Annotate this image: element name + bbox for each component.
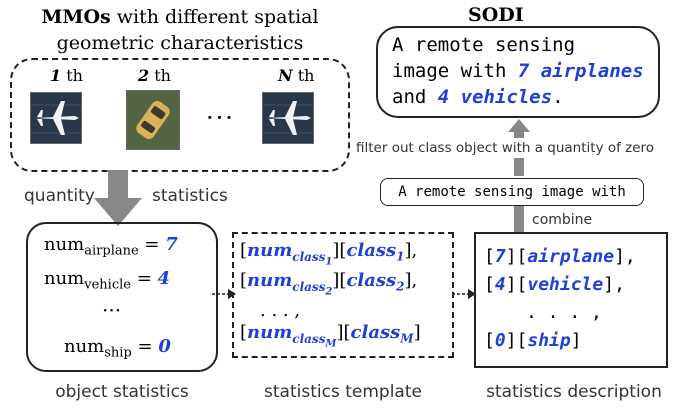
mmo-item-n-label: N th: [278, 66, 315, 85]
stat-row-vehicle: numvehicle = 4: [44, 268, 171, 293]
template-row-2: [numclass2][class2],: [240, 270, 418, 297]
combine-connector: [514, 206, 524, 232]
airplane-icon: [263, 93, 313, 143]
statistics-template-box: [232, 232, 454, 358]
prefix-box: A remote sensing image with: [380, 178, 644, 206]
object-statistics-caption: object statistics: [55, 382, 189, 402]
mmo-item-1-label: 1 th: [50, 66, 83, 85]
stat-row-ship: numship = 0: [64, 336, 171, 361]
down-arrow-icon: [94, 170, 142, 226]
template-dots: . . . ,: [260, 300, 301, 321]
mmo-box: [10, 58, 350, 172]
desc-dots: . . . ,: [526, 302, 602, 323]
statistics-template-caption: statistics template: [264, 382, 422, 402]
mmo-title: MMOs with different spatial geometric ch…: [41, 6, 319, 54]
statistics-description-caption: statistics description: [486, 382, 662, 402]
template-row-m: [numclassM][classM]: [240, 322, 421, 349]
sodi-text: A remote sensing image with 7 airplanes …: [392, 34, 644, 108]
airplane-icon: [31, 93, 81, 143]
quantity-label: quantity: [24, 186, 95, 206]
stat-row-airplane: numairplane = 7: [44, 234, 178, 259]
desc-row-vehicle: [4][vehicle],: [484, 274, 625, 295]
combine-label: combine: [532, 212, 593, 228]
airplane-image: [30, 92, 82, 144]
filter-label: filter out class object with a quantity …: [356, 138, 688, 158]
object-statistics-box: [26, 222, 218, 372]
desc-row-airplane: [7][airplane],: [484, 246, 636, 267]
right-arrow-icon: [452, 289, 476, 299]
vehicle-image: [126, 90, 180, 150]
airplane-image-n: [262, 92, 314, 144]
mmo-ellipsis: ···: [206, 104, 235, 132]
template-row-1: [numclass1][class1],: [240, 240, 418, 267]
sodi-title: SODI: [468, 4, 524, 26]
statistics-description-box: [474, 232, 668, 368]
statistics-label: statistics: [152, 186, 228, 206]
sodi-bubble: [376, 26, 660, 118]
mmo-item-2-label: 2 th: [138, 66, 171, 85]
stat-dots: ···: [102, 298, 122, 322]
vehicle-icon: [127, 91, 179, 149]
desc-row-ship: [0][ship]: [484, 330, 582, 351]
